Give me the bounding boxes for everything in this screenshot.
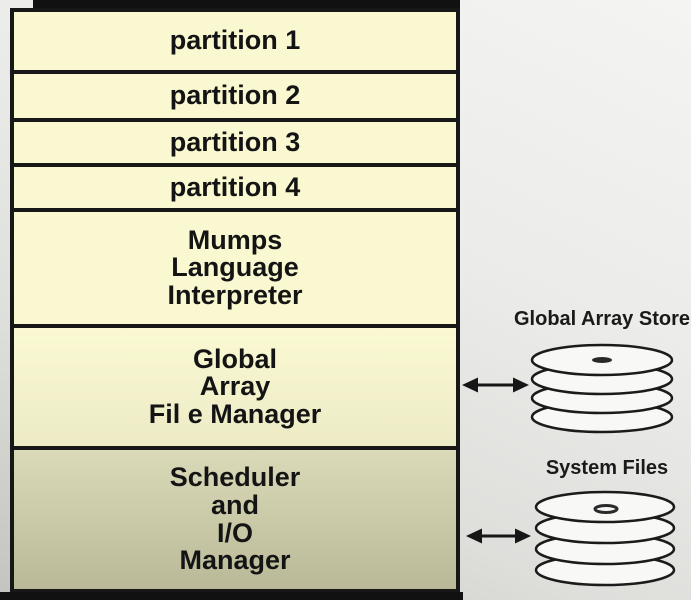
stack-row-partition-3: partition 3 bbox=[14, 118, 456, 163]
system-files-label: System Files bbox=[545, 457, 669, 479]
stack-row-partition-2: partition 2 bbox=[14, 70, 456, 118]
stack-row-global-array-file-manager: Global Array Fil e Manager bbox=[14, 324, 456, 446]
stack-row-label: Global Array Fil e Manager bbox=[148, 343, 322, 429]
global-store-arrow bbox=[462, 377, 529, 393]
stack-row-label: partition 3 bbox=[169, 126, 301, 157]
disk-stack-icon bbox=[534, 490, 676, 587]
mumps-system-stack: partition 1 partition 2 partition 3 part… bbox=[10, 8, 460, 593]
global-array-store-label: Global Array Store bbox=[514, 308, 690, 330]
system-files-arrow bbox=[466, 528, 531, 544]
stack-row-label: Scheduler and I/O Manager bbox=[169, 462, 301, 576]
stack-row-mumps-language-interpreter: Mumps Language Interpreter bbox=[14, 208, 456, 324]
stack-row-label: partition 4 bbox=[169, 171, 301, 202]
top-crop-bar bbox=[33, 0, 460, 9]
stack-row-partition-1: partition 1 bbox=[14, 12, 456, 70]
bottom-crop-bar bbox=[0, 592, 463, 600]
stack-row-partition-4: partition 4 bbox=[14, 163, 456, 208]
stack-row-label: partition 2 bbox=[169, 80, 301, 111]
disk-stack-icon bbox=[530, 343, 674, 434]
stack-row-label: Mumps Language Interpreter bbox=[167, 224, 303, 310]
stack-row-scheduler-io-manager: Scheduler and I/O Manager bbox=[14, 446, 456, 589]
stack-row-label: partition 1 bbox=[169, 25, 301, 56]
